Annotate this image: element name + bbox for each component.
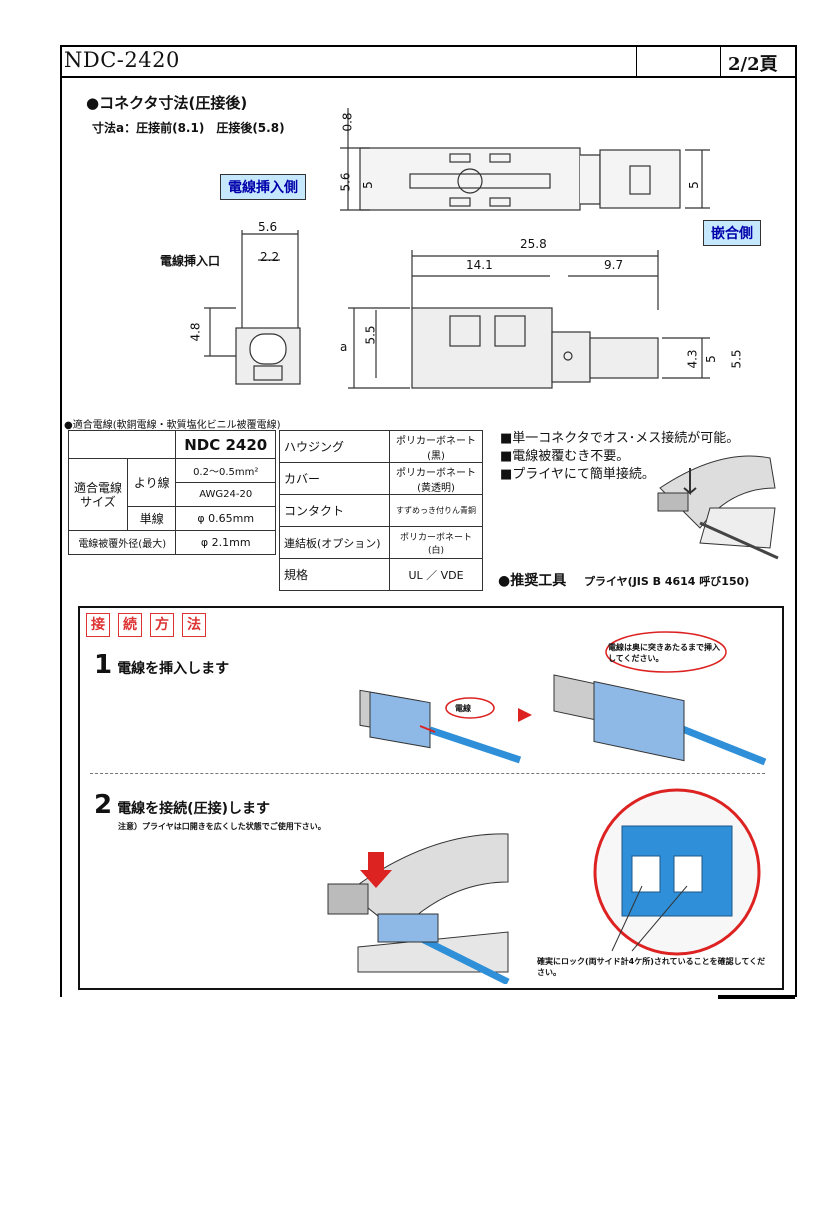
step1-heading: 1 電線を挿入します: [94, 650, 229, 680]
feature-item: ■プライヤにて簡単接続。: [500, 467, 655, 482]
step2-text: 電線を接続(圧接)します: [117, 801, 270, 817]
lock-magnified-view: [593, 788, 761, 956]
dim-a: a: [340, 340, 348, 354]
stranded-awg: AWG24-20: [175, 482, 276, 507]
wire-callout: 電線: [455, 704, 471, 713]
stranded-mm: 0.2〜0.5mm²: [175, 458, 276, 483]
material-cell: ポリカーボネート(黄透明): [389, 462, 483, 495]
wire-table-caption: ●適合電線(軟銅電線・軟質塩化ビニル被覆電線): [64, 420, 281, 431]
connection-method-box: [78, 606, 784, 990]
solid-value: φ 0.65mm: [175, 506, 276, 531]
document-title: NDC-2420: [64, 48, 180, 72]
tool-label: ●推奨工具: [498, 573, 567, 589]
method-title-char: 方: [150, 613, 174, 637]
step1-connector-before: [359, 689, 522, 764]
step1-number: 1: [94, 650, 113, 680]
material-table: ハウジング ポリカーボネート(黒) カバー ポリカーボネート(黄透明) コンタク…: [279, 430, 483, 591]
connector-end-view: [204, 230, 301, 385]
part-cell: 規格: [279, 558, 390, 591]
part-cell: ハウジング: [279, 430, 390, 463]
dim-5-c: 5: [703, 355, 718, 363]
header-cell-divider: [636, 45, 637, 76]
connector-top-view: [340, 108, 710, 211]
step2-plier-illustration: [327, 833, 510, 984]
method-title-char: 続: [118, 613, 142, 637]
part-cell: 連結板(オプション): [279, 526, 390, 559]
stranded-label: より線: [126, 458, 177, 507]
solid-label: 単線: [126, 506, 177, 531]
dim-4-8: 4.8: [188, 322, 203, 342]
dim-2-2: 2.2: [260, 250, 280, 264]
dim-0-8: 0.8: [340, 112, 355, 132]
tool-value: プライヤ(JIS B 4614 呼び150): [584, 575, 750, 588]
method-title-char: 接: [86, 613, 110, 637]
insert-note-callout: 電線は奥に突きあたるまで挿入してください。: [608, 643, 720, 663]
dim-5-5-a: 5.5: [363, 325, 378, 345]
dim-5-6-v: 5.6: [338, 172, 353, 192]
step2-note: 注意）プライヤは口開きを広くした状態でご使用下さい。: [118, 822, 326, 831]
material-cell: ポリカーボネート(黒): [389, 430, 483, 463]
dim-5-b: 5: [686, 181, 701, 189]
header-divider: [60, 76, 795, 78]
page-frame: [60, 45, 797, 997]
dim-14-1: 14.1: [466, 258, 493, 272]
page-number: 2/2頁: [728, 54, 778, 75]
header-cell-divider: [720, 45, 721, 76]
outer-label: 電線被覆外径(最大): [67, 530, 177, 555]
feature-list: ■単一コネクタでオス･メス接続が可能。 ■電線被覆むき不要。 ■プライヤにて簡単…: [500, 430, 739, 484]
dim-4-3: 4.3: [685, 349, 700, 369]
plier-illustration: [657, 455, 779, 560]
inlet-label: 電線挿入口: [160, 254, 221, 268]
mating-side-tag: 嵌合側: [703, 220, 761, 246]
dim-5-6-h: 5.6: [258, 220, 278, 234]
insert-side-tag: 電線挿入側: [220, 174, 306, 200]
step-divider: [90, 773, 765, 774]
model-cell: NDC 2420: [175, 430, 276, 459]
arrow-right-icon: [518, 708, 532, 722]
dim-5-a: 5: [360, 181, 375, 189]
method-title: 接続方法: [86, 613, 214, 637]
section-heading: ●コネクタ寸法(圧接後): [86, 94, 248, 112]
step1-connector-after: [553, 631, 767, 766]
part-cell: カバー: [279, 462, 390, 495]
material-cell: ポリカーボネート(白): [389, 526, 483, 559]
step1-text: 電線を挿入します: [117, 661, 230, 677]
feature-item: ■単一コネクタでオス･メス接続が可能。: [500, 431, 740, 446]
step2-number: 2: [94, 790, 113, 820]
dim-9-7: 9.7: [604, 258, 624, 272]
method-title-char: 法: [182, 613, 206, 637]
lock-callout: 確実にロック(両サイド計4ケ所)されていることを確認してください。: [537, 957, 766, 977]
material-cell: UL ／ VDE: [389, 558, 483, 591]
dim-25-8: 25.8: [520, 237, 547, 251]
outer-value: φ 2.1mm: [175, 530, 276, 555]
part-cell: コンタクト: [279, 494, 390, 527]
dim-5-5-b: 5.5: [729, 349, 744, 369]
dimension-note: 寸法a：圧接前(8.1) 圧接後(5.8): [92, 121, 285, 135]
step2-heading: 2 電線を接続(圧接)します: [94, 790, 270, 820]
footer-bar: [718, 995, 795, 999]
wire-spec-table: NDC 2420 適合電線サイズ より線 0.2〜0.5mm² AWG24-20…: [67, 430, 276, 555]
size-label: 適合電線サイズ: [68, 458, 128, 531]
feature-item: ■電線被覆むき不要。: [500, 449, 630, 464]
material-cell: すずめっき付りん青銅: [389, 494, 483, 527]
connector-side-view: [348, 250, 710, 389]
